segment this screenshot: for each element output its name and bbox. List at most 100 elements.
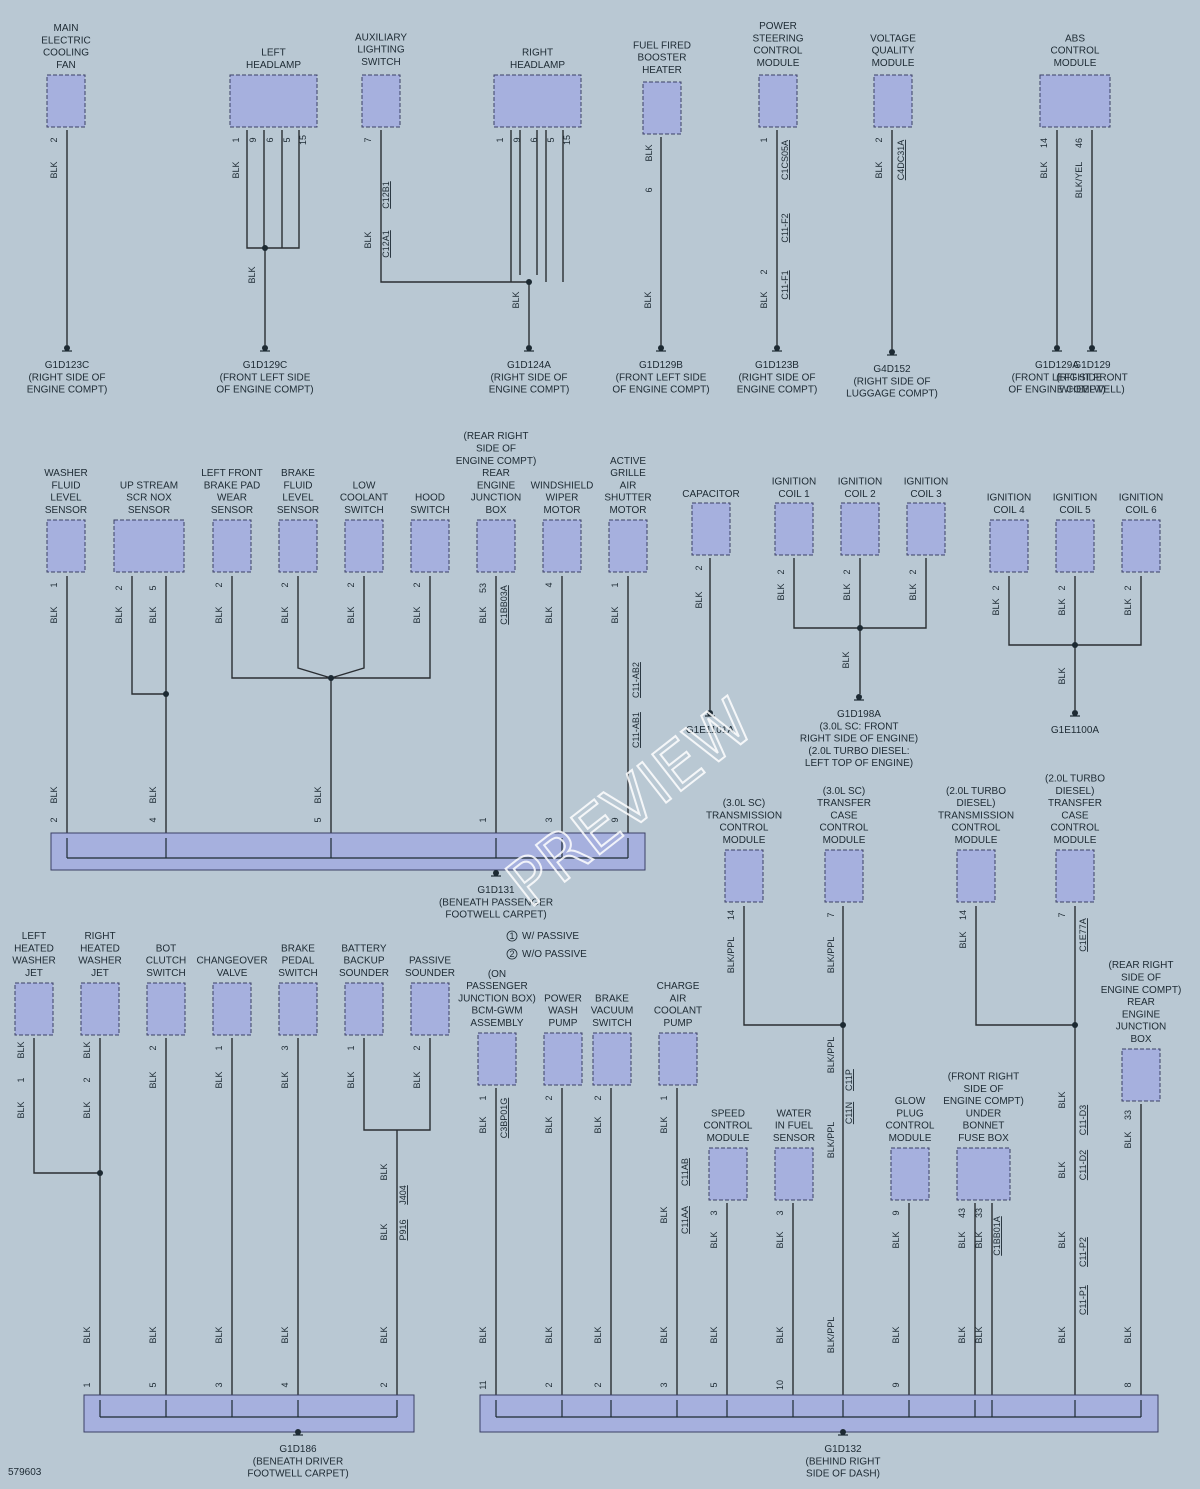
pin-number: 9 [891, 1382, 901, 1387]
ground-terminal [856, 694, 862, 700]
connector-id: P916 [398, 1219, 408, 1240]
pin-number: 9 [610, 817, 620, 822]
wire-color-label: BLK [379, 1223, 389, 1240]
pin-number: 6 [529, 137, 539, 142]
ground-bars [50, 832, 1159, 1433]
component-cap: CAPACITOR [682, 489, 740, 556]
pin-number: 1 [214, 1045, 224, 1050]
ground-terminal [658, 345, 664, 351]
connector-id: C11P [844, 1069, 854, 1091]
pin-number: 2 [694, 565, 704, 570]
splice [857, 625, 863, 631]
pin-number: 2 [544, 1095, 554, 1100]
wire-color-label: BLK [231, 161, 241, 178]
splice [1072, 642, 1078, 648]
component-box [774, 502, 814, 556]
pin-number: 2 [114, 585, 124, 590]
wire-color-label: BLK [16, 1101, 26, 1118]
component-box [477, 1032, 517, 1086]
wire-color-label: BLK [280, 606, 290, 623]
component-box [956, 1147, 1011, 1201]
wire [975, 906, 1076, 1395]
wire-color-label: BLK [659, 1206, 669, 1223]
component-box [1121, 519, 1161, 573]
ground-terminal [1054, 345, 1060, 351]
ground-label: G1E1101A [686, 725, 735, 736]
ground-label: G1E1100A [1051, 725, 1100, 736]
component-box [542, 519, 582, 573]
pin-number: 7 [826, 912, 836, 917]
pin-number: 1 [478, 817, 488, 822]
ground-bar-g1d131 [50, 832, 646, 871]
component-box [1039, 74, 1111, 128]
splice [163, 691, 169, 697]
wire-color-label: BLK [214, 606, 224, 623]
component-box [278, 982, 318, 1036]
wire-color-label: BLK [659, 1326, 669, 1343]
wire-color-label: BLK/PPL [826, 1317, 836, 1354]
pin-number: 2 [49, 137, 59, 142]
pin-number: 1 [478, 1095, 488, 1100]
pin-number: 15 [298, 135, 308, 145]
wire-color-label: BLK [379, 1163, 389, 1180]
wire-color-label: BLK [82, 1101, 92, 1118]
pin-number: 2 [412, 1045, 422, 1050]
wire-color-label: BLK [643, 291, 653, 308]
pin-number: 1 [82, 1382, 92, 1387]
connector-id: C11-P1 [1078, 1285, 1088, 1315]
wire-color-label: BLK [16, 1041, 26, 1058]
component-box [840, 502, 880, 556]
wire-color-label: BLK [1123, 1326, 1133, 1343]
wire-color-label: BLK [874, 161, 884, 178]
wire-color-label: BLK [544, 606, 554, 623]
connector-id: C11-F2 [780, 213, 790, 242]
ground-g9: G1E1101A [686, 710, 735, 736]
wire-color-label: BLK [247, 266, 257, 283]
connectors: BLK BLK BLK BLK BLK BLK BLK BLK BLK BLK BLK BLK BLK B… [16, 135, 1133, 1390]
wire-color-label: BLK [478, 1326, 488, 1343]
connector-id: C11-AB2 [631, 662, 641, 698]
connector-id: C12B1 [381, 181, 391, 209]
wire-color-label: BLK [363, 231, 373, 248]
pin-number: 11 [478, 1380, 488, 1389]
component-box [146, 982, 186, 1036]
